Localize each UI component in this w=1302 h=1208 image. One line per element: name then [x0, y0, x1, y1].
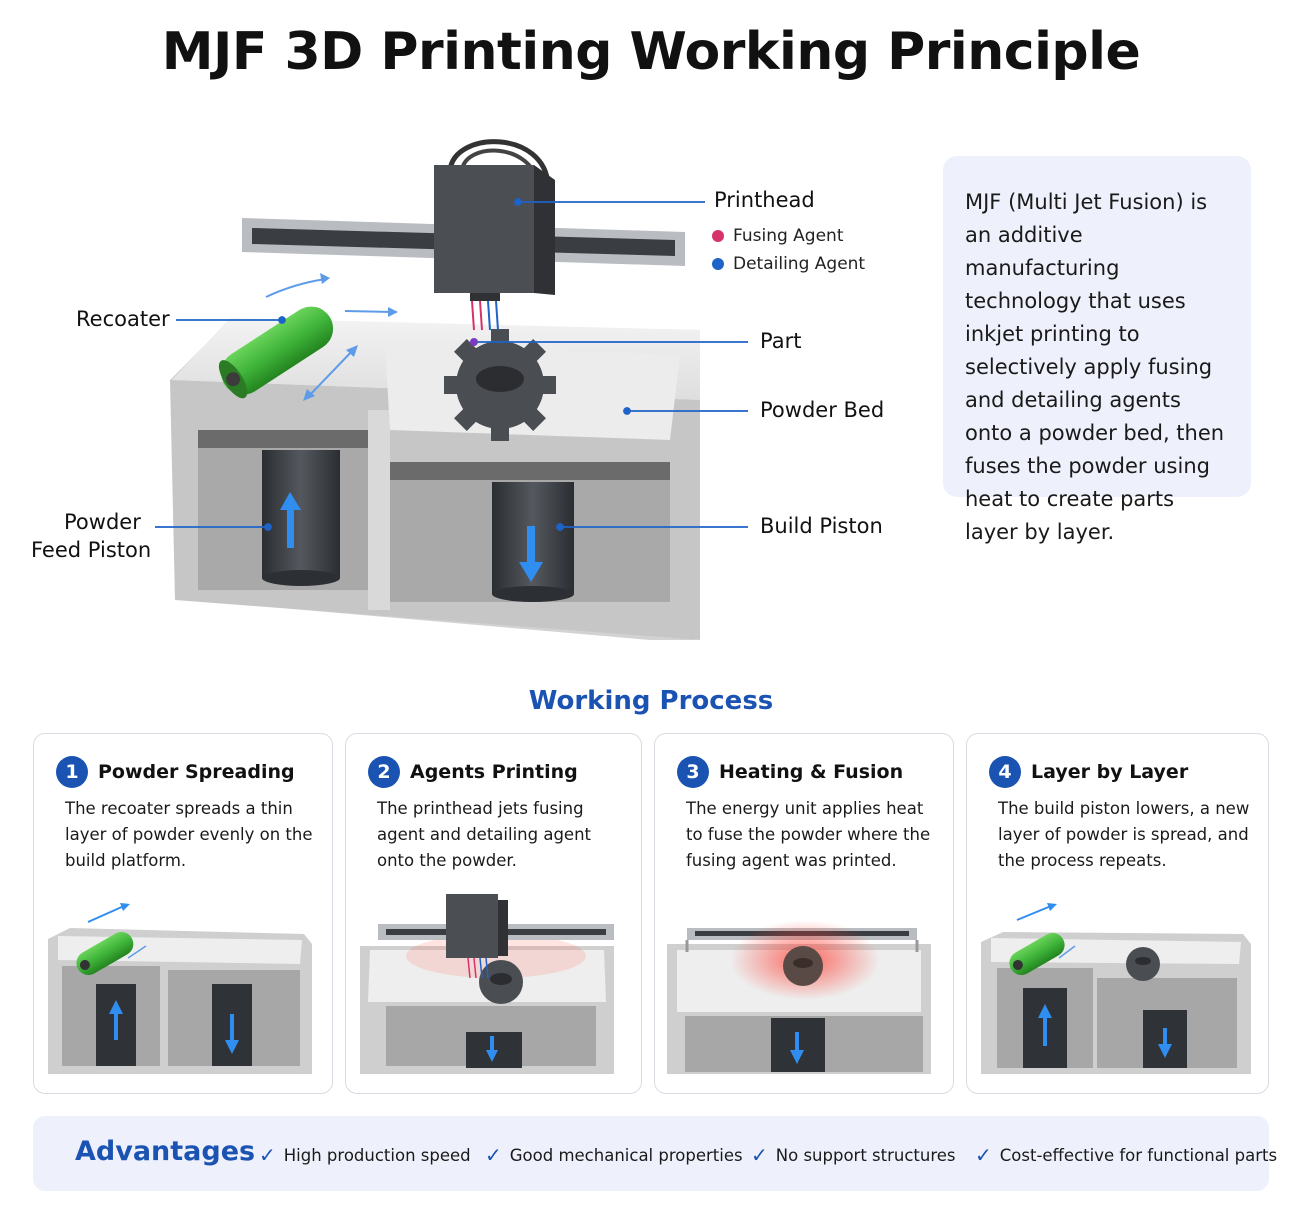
powder-feed-piston-label-line2: Feed Piston [31, 538, 152, 562]
fusing-agent-legend: Fusing Agent [712, 226, 844, 246]
mjf-description-box: MJF (Multi Jet Fusion) is an additive ma… [943, 156, 1251, 544]
arrow-up-icon [280, 492, 301, 548]
printhead-label: Printhead [714, 188, 815, 212]
advantages-bar: Advantages ✓ High production speed ✓ Goo… [33, 1116, 1277, 1191]
working-process-heading: Working Process [528, 686, 774, 716]
recoater-motion-arrows [265, 273, 398, 401]
layer-by-layer-illustration [981, 903, 1251, 1074]
advantages-title: Advantages [75, 1136, 256, 1167]
step-card-agents-printing: 2 Agents Printing The printhead jets fus… [345, 733, 642, 1094]
fusing-agent-label: Fusing Agent [733, 226, 844, 246]
agents-printing-illustration [360, 894, 614, 1074]
gear-part [444, 329, 556, 441]
step-number-badge: 1 [56, 756, 88, 788]
step-number-badge: 3 [677, 756, 709, 788]
advantage-item: ✓ Cost-effective for functional parts [975, 1143, 1278, 1167]
powder-feed-piston-label-line1: Powder [64, 510, 141, 534]
powder-feed-piston [262, 450, 340, 586]
step-title: Layer by Layer [1031, 761, 1189, 783]
part-label: Part [760, 329, 802, 353]
detailing-agent-label: Detailing Agent [733, 254, 866, 274]
printhead [434, 139, 555, 346]
step-description: The printhead jets fusing agent and deta… [377, 799, 591, 870]
advantage-item: ✓ High production speed [259, 1143, 471, 1167]
checkmark-icon: ✓ [485, 1143, 502, 1167]
recoater-label: Recoater [76, 307, 170, 331]
step-card-layer-by-layer: 4 Layer by Layer The build piston lowers… [966, 733, 1269, 1094]
build-piston-label: Build Piston [760, 514, 883, 538]
detailing-agent-legend: Detailing Agent [712, 254, 865, 274]
advantage-item: ✓ No support structures [751, 1143, 956, 1167]
step-card-heating-fusion: 3 Heating & Fusion The energy unit appli… [654, 733, 954, 1094]
step-description: The recoater spreads a thin layer of pow… [65, 799, 313, 870]
step-description: The build piston lowers, a new layer of … [998, 799, 1250, 870]
step-number-badge: 2 [368, 756, 400, 788]
build-piston [492, 482, 574, 602]
step-title: Powder Spreading [98, 761, 295, 783]
powder-bed-label: Powder Bed [760, 398, 885, 422]
mjf-machine-illustration [155, 139, 748, 640]
fusing-agent-dot-icon [712, 230, 724, 242]
page-title: MJF 3D Printing Working Principle [161, 22, 1141, 82]
heating-fusion-illustration [667, 920, 931, 1074]
detailing-agent-dot-icon [712, 258, 724, 270]
step-title: Agents Printing [410, 761, 578, 783]
checkmark-icon: ✓ [259, 1143, 276, 1167]
callout-leader-lines [155, 198, 748, 531]
step-card-powder-spreading: 1 Powder Spreading The recoater spreads … [33, 733, 333, 1094]
arrow-down-icon [519, 526, 543, 582]
checkmark-icon: ✓ [751, 1143, 768, 1167]
advantage-item: ✓ Good mechanical properties [485, 1143, 743, 1167]
step-number-badge: 4 [989, 756, 1021, 788]
step-description: The energy unit applies heat to fuse the… [686, 799, 931, 870]
step-title: Heating & Fusion [719, 761, 904, 783]
checkmark-icon: ✓ [975, 1143, 992, 1167]
recoater-roller [218, 306, 334, 399]
powder-spreading-illustration [48, 903, 312, 1074]
